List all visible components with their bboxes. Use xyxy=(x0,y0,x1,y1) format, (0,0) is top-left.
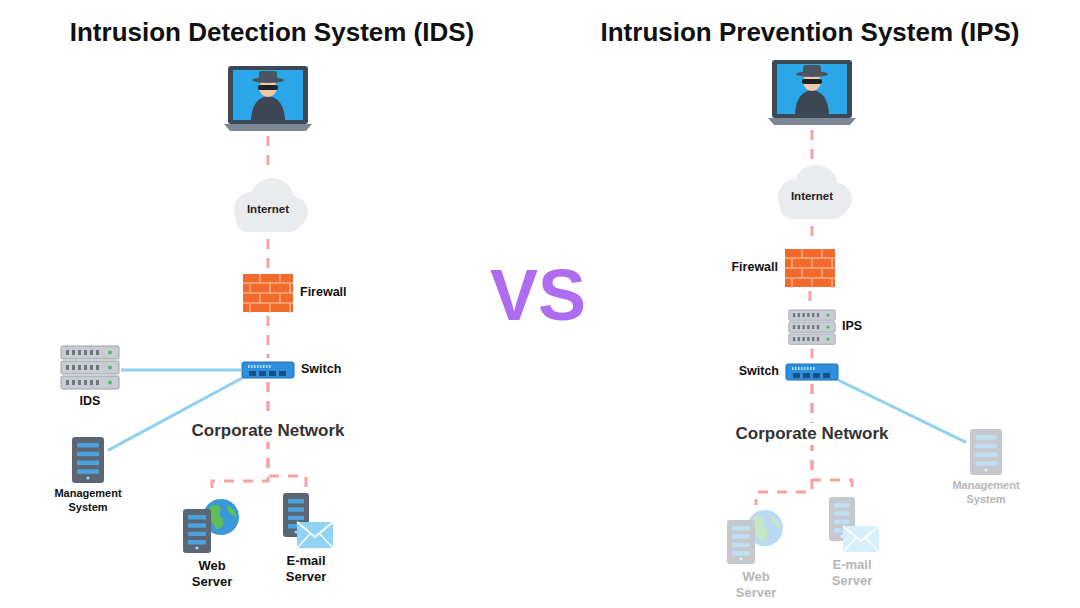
dashed-connector xyxy=(809,291,812,306)
icon xyxy=(823,496,881,554)
node-label: Management System xyxy=(944,479,1028,507)
node-label: E-mail Server xyxy=(824,557,880,590)
icon xyxy=(71,436,105,484)
icon xyxy=(785,363,839,381)
node-label: Firewall xyxy=(731,260,778,276)
node-label: E-mail Server xyxy=(278,553,334,586)
node-label: Switch xyxy=(301,362,341,378)
icon xyxy=(60,345,120,391)
dashed-connector xyxy=(811,226,814,245)
dashed-link xyxy=(267,136,270,172)
server-node: Web Server xyxy=(725,508,787,602)
cloud-node: Internet xyxy=(766,161,858,223)
server-node: E-mail Server xyxy=(823,496,881,590)
network-label: Corporate Network xyxy=(187,420,348,442)
server-node: Web Server xyxy=(181,497,243,591)
server-node: Management System xyxy=(944,428,1028,507)
ids-node: IDS xyxy=(60,345,120,410)
laptop-hacker xyxy=(768,60,856,125)
firewall-node: Firewall xyxy=(731,248,836,288)
icon xyxy=(181,497,243,555)
dashed-connector xyxy=(267,239,270,270)
icon xyxy=(277,492,335,550)
network-label: Corporate Network xyxy=(731,423,892,445)
node-label: Firewall xyxy=(300,285,347,301)
link-connector xyxy=(121,369,241,372)
node-label: Web Server xyxy=(730,569,782,602)
switch-node: Switch xyxy=(241,361,341,379)
node-label: Switch xyxy=(739,364,779,380)
title: Intrusion Detection System (IDS) xyxy=(70,17,475,48)
icon xyxy=(784,248,836,288)
server-node: E-mail Server xyxy=(277,492,335,586)
title: Intrusion Prevention System (IPS) xyxy=(601,17,1020,48)
vs-label: VS xyxy=(490,254,586,336)
ips-node: IPS xyxy=(788,309,862,346)
node-label: Internet xyxy=(791,189,833,203)
node-label: Web Server xyxy=(186,558,238,591)
icon xyxy=(969,428,1003,476)
firewall-node: Firewall xyxy=(242,273,347,313)
node-label: Management System xyxy=(46,487,130,515)
cloud-node: Internet xyxy=(222,174,314,236)
switch-node: Switch xyxy=(739,363,839,381)
dashed-connector xyxy=(267,316,270,358)
node-label: IDS xyxy=(80,394,101,410)
icon xyxy=(725,508,787,566)
node-label: IPS xyxy=(842,319,862,335)
laptop-hacker xyxy=(224,66,312,131)
dashed-connector xyxy=(811,349,814,361)
icon xyxy=(242,273,294,313)
server-node: Management System xyxy=(46,436,130,515)
icon xyxy=(241,361,295,379)
node-label: Internet xyxy=(247,202,289,216)
dashed-link xyxy=(811,130,814,160)
icon xyxy=(788,309,836,346)
